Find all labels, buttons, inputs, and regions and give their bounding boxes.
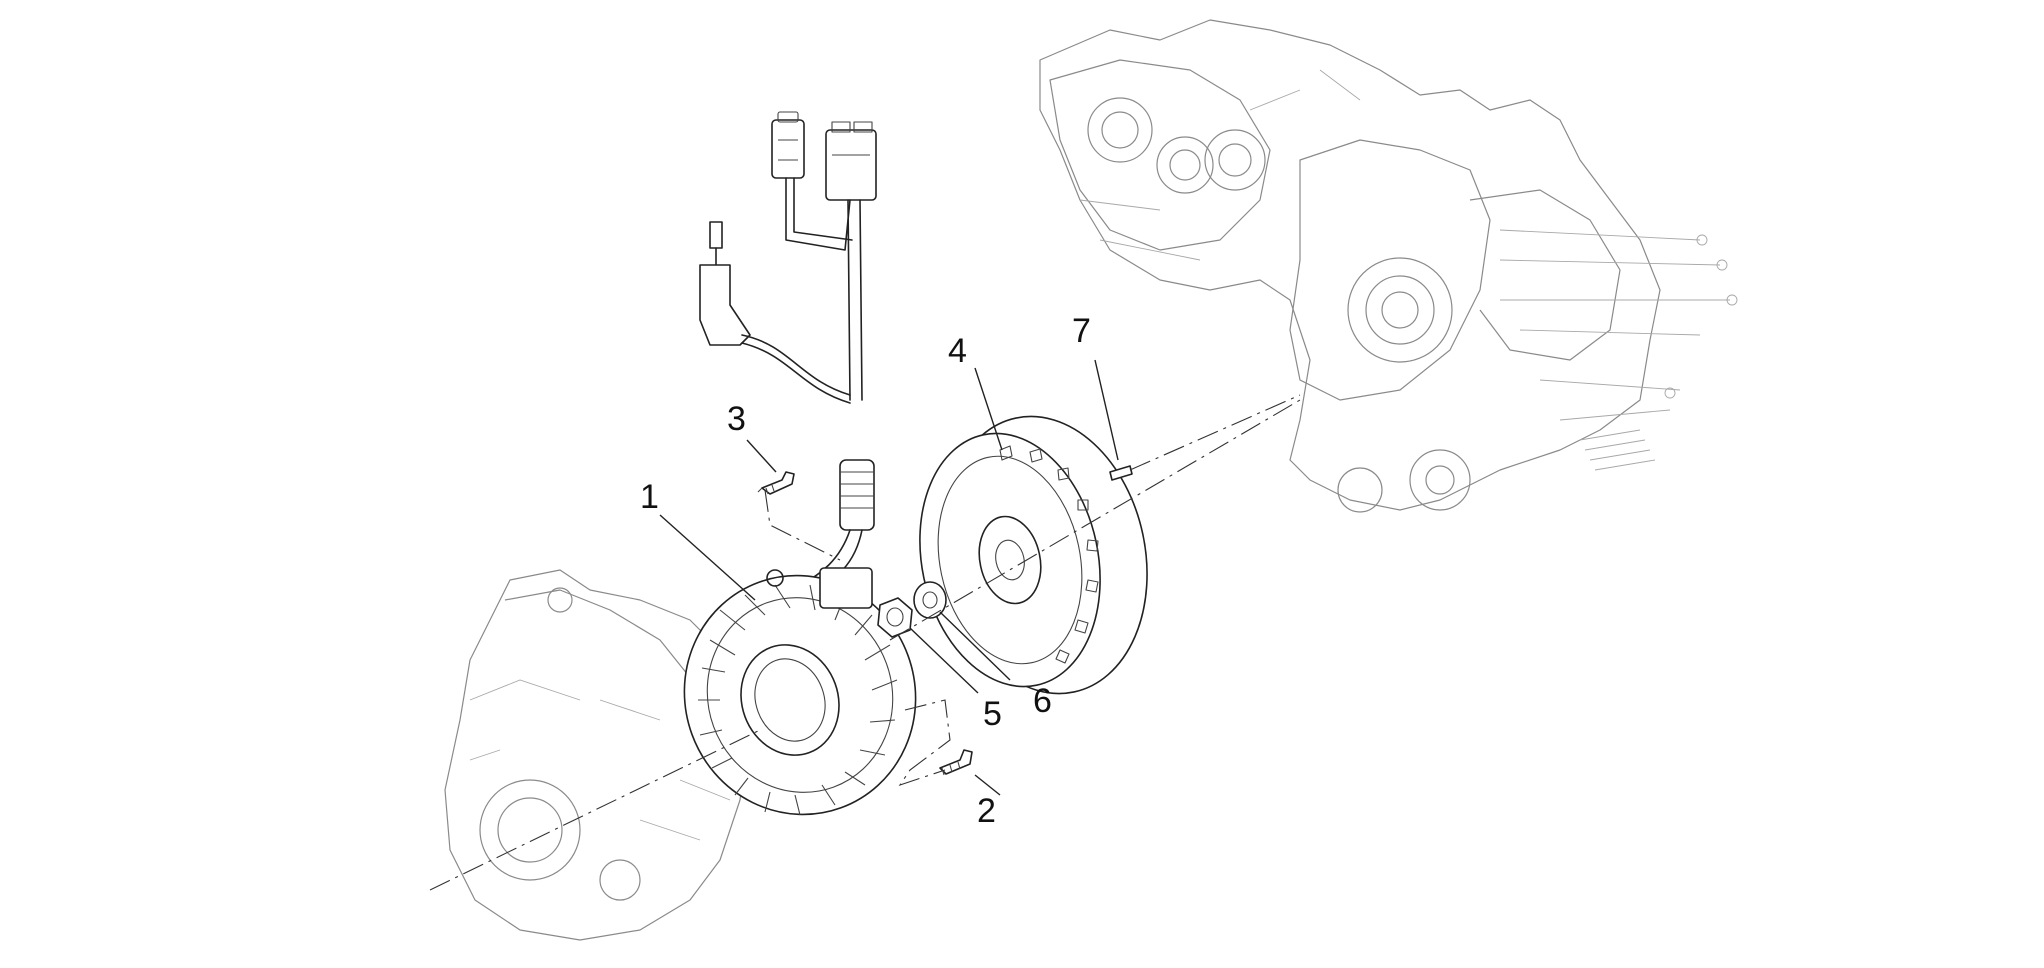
callout-5: 5 — [983, 695, 1002, 733]
callout-labels: 1 2 3 4 5 6 7 — [640, 312, 1091, 830]
callout-3: 3 — [727, 400, 746, 438]
flywheel-cover-drawing — [444, 569, 751, 941]
flywheel-rotor-drawing — [919, 415, 1148, 695]
callout-1: 1 — [640, 478, 659, 516]
callout-6: 6 — [1033, 682, 1052, 720]
leader-lines — [659, 359, 1119, 796]
stator-drawing — [683, 567, 917, 816]
nut-washer-drawing — [877, 581, 947, 638]
callout-4: 4 — [948, 332, 967, 370]
assembly-center-lines — [429, 394, 1301, 891]
fasteners-drawing — [757, 465, 1133, 776]
wiring-harness — [699, 111, 877, 593]
callout-7: 7 — [1072, 312, 1091, 350]
crankcase-drawing — [1039, 19, 1738, 513]
callout-2: 2 — [977, 792, 996, 830]
